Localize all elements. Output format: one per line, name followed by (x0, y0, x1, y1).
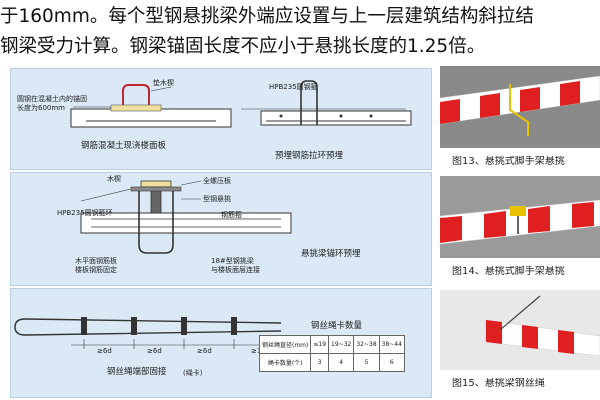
label-bolt-plate: 全螺压板 (203, 177, 231, 185)
label-right-1: 18#型钢挑梁 (211, 257, 254, 265)
diagram-wire-rope: ≥6d ≥6d ≥6d ≥140 钢丝绳端部固接 (绳卡) 钢丝绳卡数量 钢丝绳… (10, 288, 432, 398)
table-cell: 6 (378, 353, 405, 372)
photo-cantilever-2 (440, 176, 600, 258)
headline-line-2: 钢梁受力计算。钢梁锚固长度不应小于悬挑长度的1.25倍。 (0, 36, 486, 57)
label-wedge: 垫木楔 (153, 79, 174, 87)
table-cell: 32~38 (353, 335, 380, 354)
rebar-anchor-drawing (70, 80, 412, 128)
caption-rebar-ring: 预埋钢筋拉环预埋 (275, 151, 344, 161)
wire-rope-drawing (14, 317, 282, 349)
caption-wire-rope-note: (绳卡) (183, 369, 203, 377)
label-ring: HPB235圆钢箍 (269, 83, 318, 91)
photo-cantilever-1 (440, 66, 600, 148)
dim-2: ≥6d (147, 347, 162, 355)
label-anchor: 圆钢在混凝土内的锚固 (17, 95, 87, 103)
table-cell: ≤19 (310, 335, 330, 354)
beam-anchor-drawing (80, 180, 292, 254)
label-right-2: 与楼板面层连接 (211, 266, 260, 274)
photo-cantilever-1-drawing (440, 66, 600, 148)
table-cell: 钢丝绳直径(mm) (258, 335, 312, 354)
dim-3: ≥6d (197, 347, 212, 355)
table-cell: 5 (353, 353, 380, 372)
figure-15-caption: 图15、悬挑梁钢丝绳 (452, 378, 545, 389)
photo-cantilever-2-drawing (440, 176, 600, 258)
caption-wire-rope: 钢丝绳端部固接 (107, 367, 167, 377)
headline-line-1: 于160mm。每个型钢悬挑梁外端应设置与上一层建筑结构斜拉结 (0, 6, 534, 27)
label-beam: 型钢悬挑 (203, 195, 231, 203)
rope-clamp-table: 钢丝绳直径(mm) ≤19 19~32 32~38 38~44 绳卡数量(个) … (258, 335, 405, 372)
diagram-beam-anchor: 木楔 全螺压板 型钢悬挑 HPB235圆钢箍环 钢筋箍 木平面钢筋板 楼板钢筋固… (10, 172, 432, 286)
label-rebar: HPB235圆钢箍环 (57, 209, 113, 217)
label-strip: 钢筋箍 (221, 211, 242, 219)
label-slab: 钢筋混凝土现浇楼面板 (81, 141, 167, 151)
table-row: 钢丝绳直径(mm) ≤19 19~32 32~38 38~44 (258, 335, 405, 354)
table-cell: 绳卡数量(个) (258, 353, 312, 372)
table-cell: 3 (310, 353, 330, 372)
label-left-1: 木平面钢筋板 (75, 257, 117, 265)
photo-wire-rope (440, 290, 600, 370)
table-title: 钢丝绳卡数量 (311, 321, 363, 331)
label-anchor-length: 长度为600mm (17, 104, 65, 112)
table-cell: 19~32 (328, 335, 355, 354)
dim-1: ≥6d (97, 347, 112, 355)
caption-beam-anchor: 悬挑梁锚环预埋 (301, 249, 361, 259)
table-cell: 38~44 (378, 335, 405, 354)
table-cell: 4 (328, 353, 355, 372)
table-row: 绳卡数量(个) 3 4 5 6 (258, 353, 405, 372)
label-left-2: 楼板钢筋固定 (75, 266, 117, 274)
diagram-rebar-anchor: 圆钢在混凝土内的锚固 长度为600mm 垫木楔 HPB235圆钢箍 钢筋混凝土现… (10, 68, 432, 170)
figure-13-caption: 图13、悬挑式脚手架悬挑 (452, 156, 565, 167)
photo-wire-rope-drawing (440, 290, 600, 370)
label-wedge-2: 木楔 (107, 175, 121, 183)
figure-14-caption: 图14、悬挑式脚手架悬挑 (452, 266, 565, 277)
